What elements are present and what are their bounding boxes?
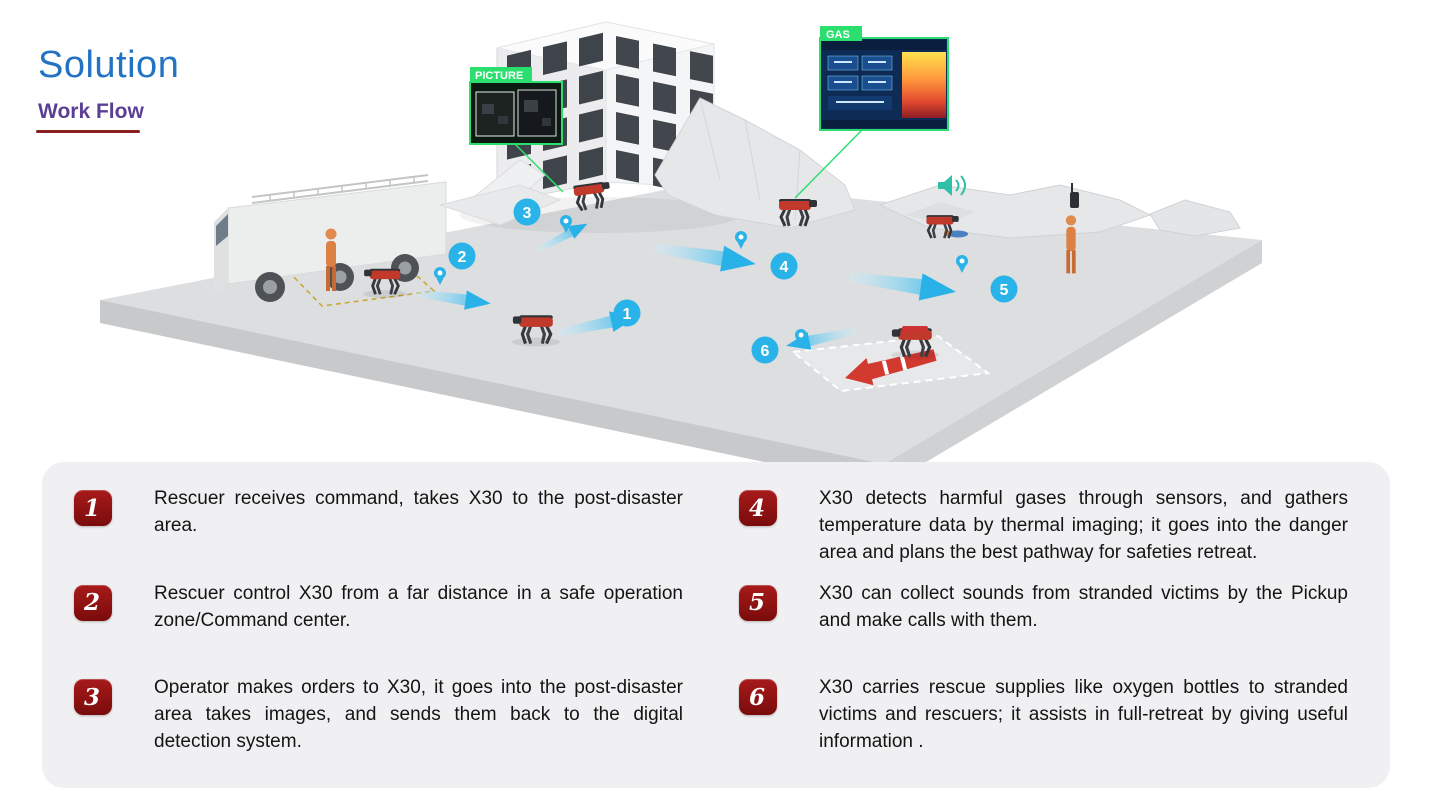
step-number-badge: 3 [74,679,112,716]
svg-text:2: 2 [458,249,467,266]
svg-text:3: 3 [523,205,532,222]
step-description: X30 detects harmful gases through sensor… [819,488,1348,563]
gas-callout: GAS [794,26,949,199]
step-number-badge: 5 [739,584,777,621]
step-number-badge: 6 [739,679,777,716]
radio-icon [1070,183,1079,208]
step-item-4: 4 X30 detects harmful gases through sens… [739,486,1348,581]
step-marker-5: 5 [990,275,1018,303]
scene-illustration: 1 2 3 4 5 6 PICTURE [100,21,1262,487]
step-item-2: 2 Rescuer control X30 from a far distanc… [74,581,683,676]
step-number-badge: 2 [74,584,112,621]
step-item-3: 3 Operator makes orders to X30, it goes … [74,675,683,770]
step-item-1: 1 Rescuer receives command, takes X30 to… [74,486,683,581]
page-title: Solution [38,44,180,86]
robot-dogs [362,179,960,360]
step-description: Rescuer control X30 from a far distance … [154,582,683,631]
step-markers: 1 2 3 4 5 6 [448,198,1018,364]
step-description: Rescuer receives command, takes X30 to t… [154,488,683,536]
speaker-icon [938,175,966,196]
retreat-arrow-icon [845,349,937,386]
step-description: X30 carries rescue supplies like oxygen … [819,677,1348,753]
workflow-steps: 1 Rescuer receives command, takes X30 to… [42,462,1390,788]
gas-label: GAS [826,29,850,41]
workflow-panel: 1 Rescuer receives command, takes X30 to… [42,462,1390,788]
subtitle-underline [36,130,140,133]
step-item-5: 5 X30 can collect sounds from stranded v… [739,581,1348,676]
retreat-zone-outline [790,334,991,393]
svg-text:1: 1 [623,306,632,323]
step-marker-4: 4 [770,252,798,280]
svg-text:5: 5 [1000,282,1009,299]
picture-label: PICTURE [475,70,523,82]
step-description: X30 can collect sounds from stranded vic… [819,582,1348,631]
page-subtitle: Work Flow [38,100,144,123]
step-marker-1: 1 [613,299,641,327]
picture-callout: PICTURE [469,67,564,193]
step-item-6: 6 X30 carries rescue supplies like oxyge… [739,675,1348,770]
svg-text:4: 4 [780,259,789,276]
step-marker-2: 2 [448,242,476,270]
svg-text:6: 6 [761,343,770,360]
step-number-badge: 4 [739,490,777,526]
step-marker-6: 6 [751,336,779,364]
step-description: Operator makes orders to X30, it goes in… [154,677,683,753]
step-marker-3: 3 [513,198,541,226]
collapsed-rubble [654,97,856,229]
step-number-badge: 1 [74,490,112,526]
fire-truck [214,174,447,302]
